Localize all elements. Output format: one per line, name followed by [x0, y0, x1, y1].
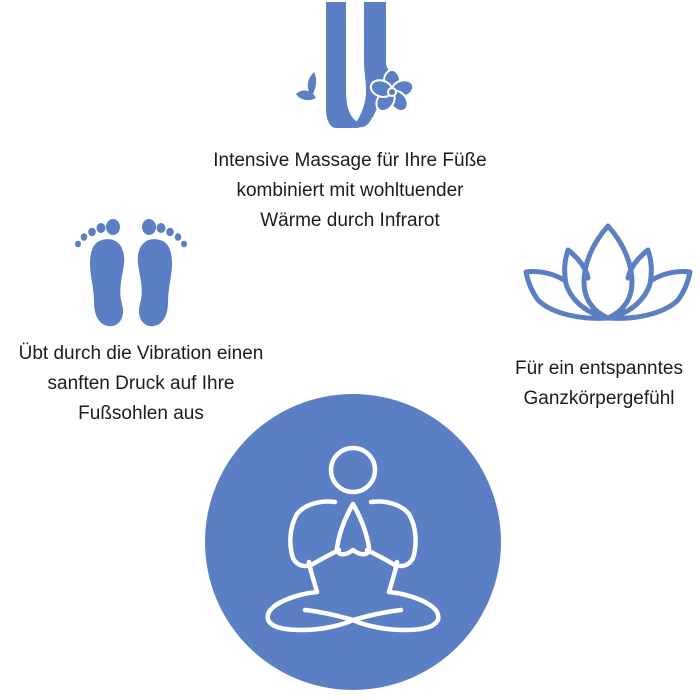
caption-line: kombiniert mit wohltuender: [236, 180, 464, 201]
caption-line: sanften Druck auf Ihre: [47, 373, 235, 394]
caption-infrared-massage: Intensive Massage für Ihre Füße kombinie…: [150, 146, 550, 236]
caption-line: Fußsohlen aus: [78, 403, 204, 424]
lotus-flower-icon: [523, 223, 693, 321]
caption-line: Übt durch die Vibration einen: [18, 343, 264, 364]
meditation-person-icon: [205, 394, 501, 690]
legs-with-flower-icon: [296, 2, 415, 128]
caption-line: Ganzkörpergefühl: [523, 388, 675, 409]
caption-line: Intensive Massage für Ihre Füße: [213, 150, 487, 171]
caption-vibration-pressure: Übt durch die Vibration einen sanften Dr…: [0, 339, 282, 429]
caption-relaxation: Für ein entspanntes Ganzkörpergefühl: [498, 354, 700, 414]
caption-line: Wärme durch Infrarot: [260, 210, 440, 231]
footprints-icon: [75, 219, 187, 327]
caption-line: Für ein entspanntes: [515, 358, 683, 379]
